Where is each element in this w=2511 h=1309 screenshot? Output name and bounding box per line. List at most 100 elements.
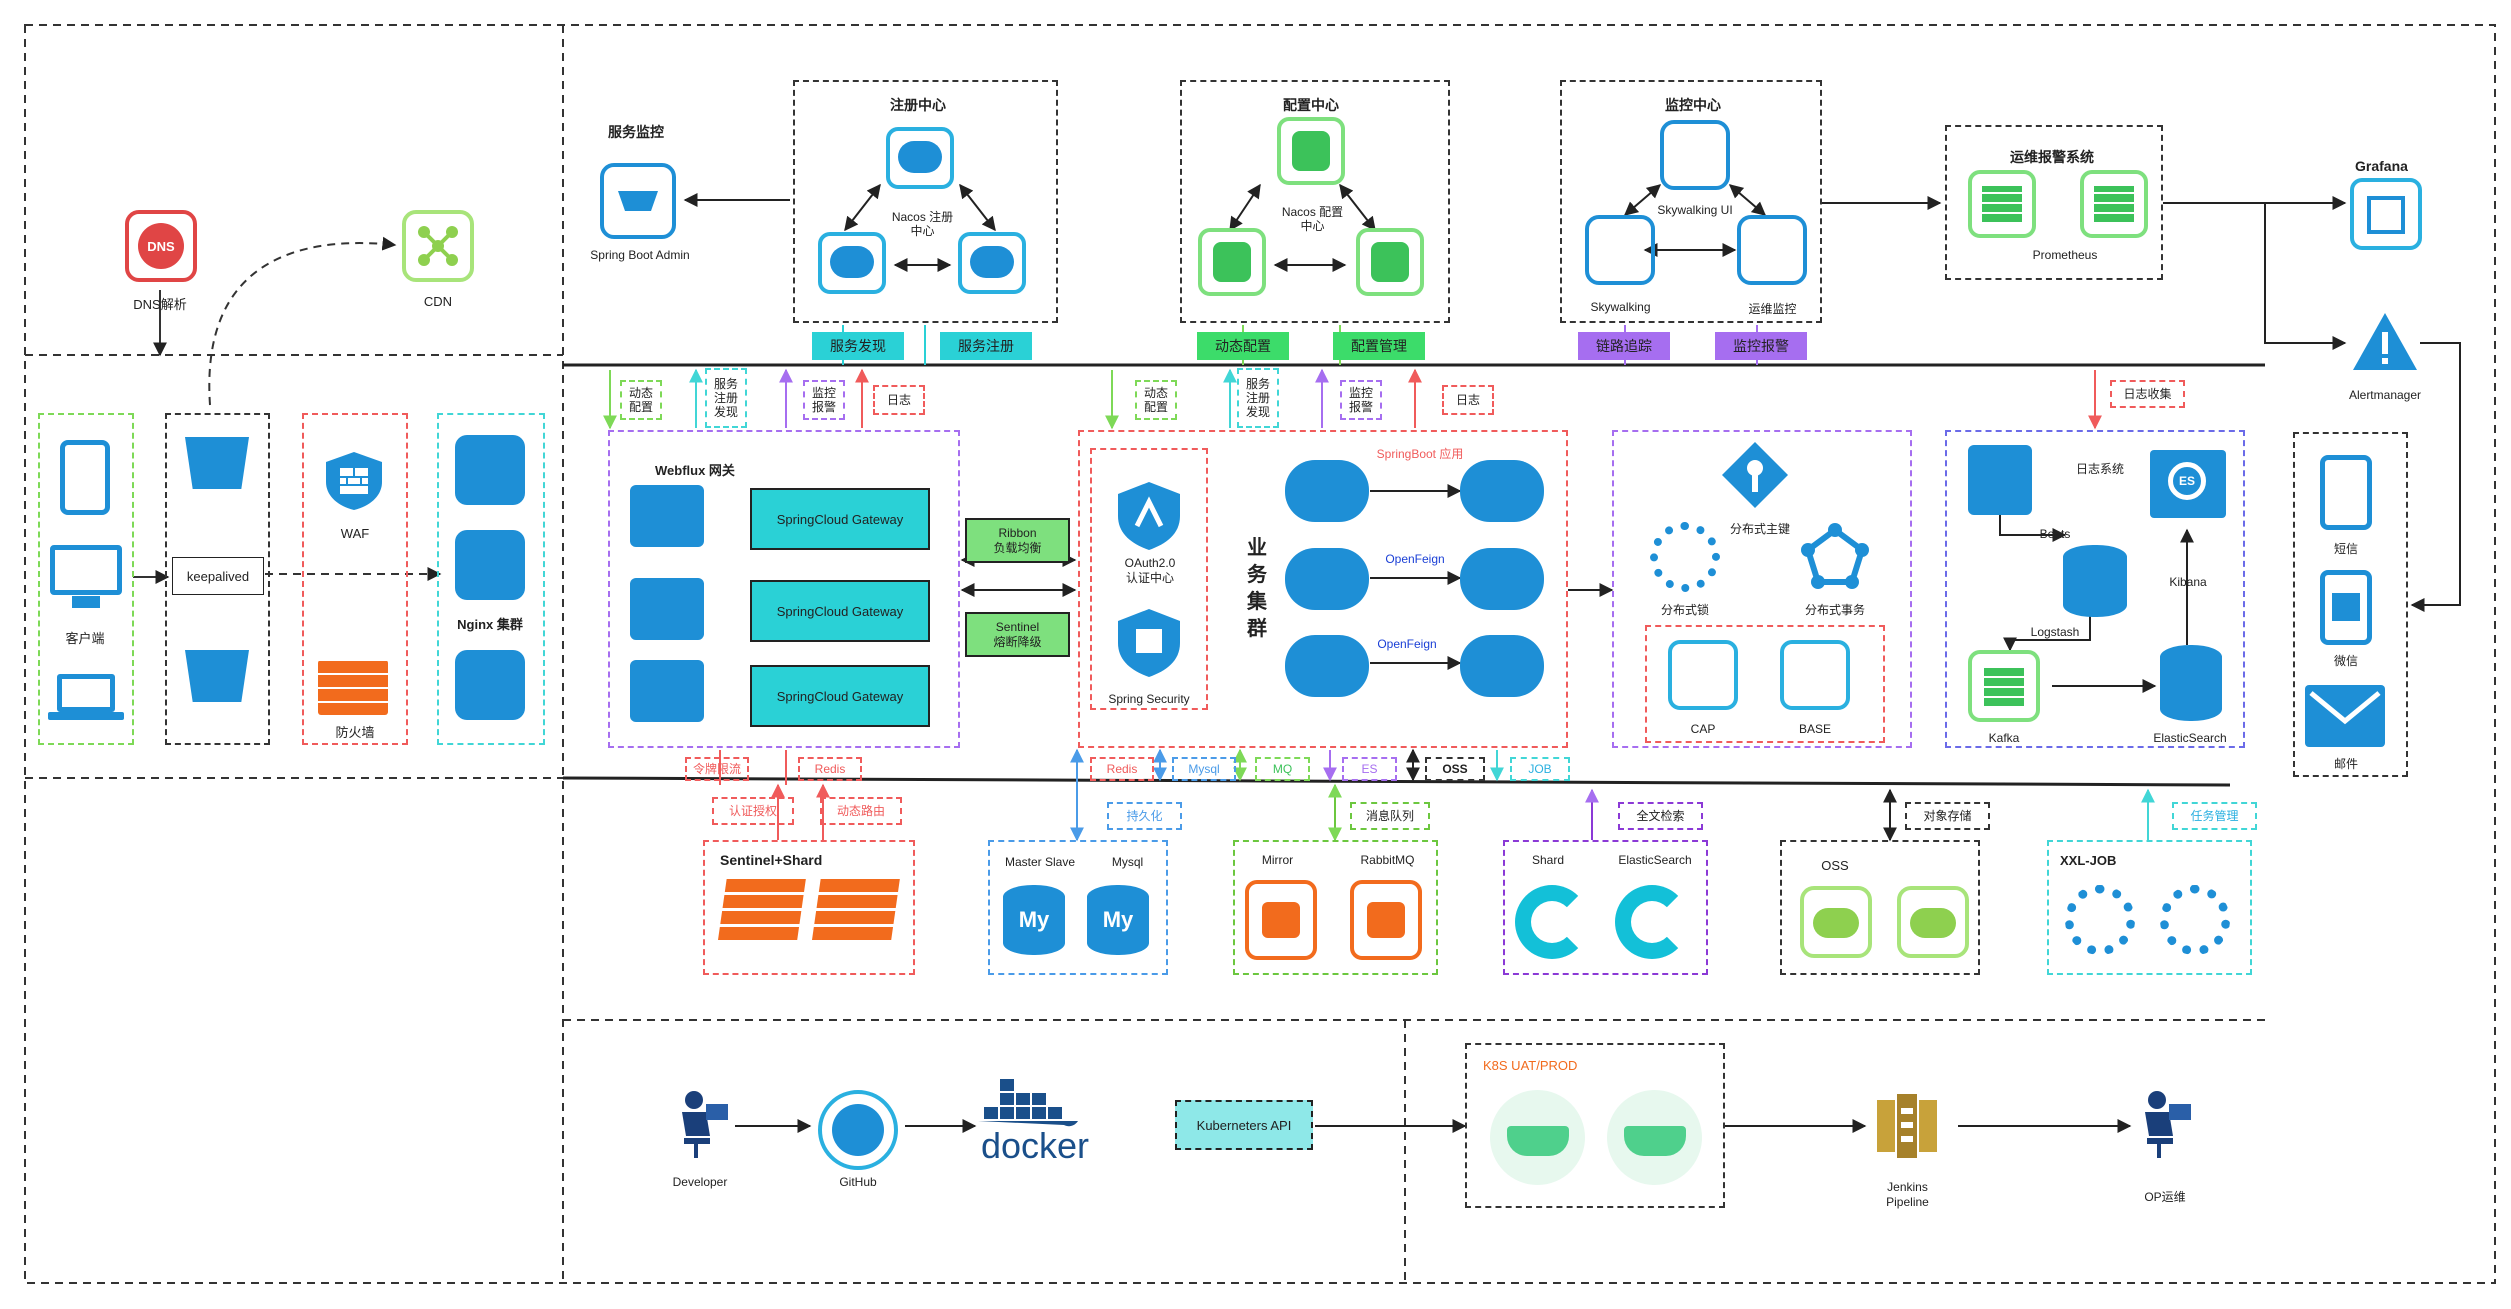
mail-label: 邮件	[2333, 757, 2358, 771]
ribbon-box[interactable]: Ribbon 负载均衡	[965, 518, 1070, 563]
logstash-icon[interactable]	[2063, 545, 2127, 617]
k8s-docker-icon-2[interactable]	[1607, 1090, 1702, 1185]
elasticsearch-label: ElasticSearch	[2153, 731, 2227, 745]
config-node-icon-2[interactable]	[1198, 228, 1266, 296]
tag-mysql: Mysql	[1172, 757, 1236, 781]
distributed-tx-label: 分布式事务	[1804, 603, 1865, 617]
nginx-node-icon-2[interactable]	[455, 530, 525, 600]
gateway-title: Webflux 网关	[655, 463, 735, 478]
oauth-icon[interactable]	[1112, 478, 1186, 552]
rabbitmq-icon-1[interactable]	[1245, 880, 1317, 960]
desktop-icon[interactable]	[50, 545, 122, 595]
app-cloud-icon-5[interactable]	[1285, 635, 1369, 697]
prometheus-icon-1[interactable]	[1968, 170, 2036, 238]
tag-token-limit: 令牌限流	[685, 757, 749, 781]
gateway-group	[608, 430, 960, 748]
redis-icon-1[interactable]	[718, 878, 806, 940]
skywalking-ui-icon[interactable]	[1660, 120, 1730, 190]
nginx-node-icon-1[interactable]	[455, 435, 525, 505]
tag-mq: MQ	[1255, 757, 1310, 781]
skywalking-icon[interactable]	[1585, 215, 1655, 285]
nginx-group	[437, 413, 545, 745]
distributed-group	[1612, 430, 1912, 748]
github-icon[interactable]	[818, 1090, 898, 1170]
keepalived-box[interactable]: keepalived	[172, 557, 264, 595]
developer-icon	[670, 1088, 732, 1160]
config-node-icon-1[interactable]	[1277, 117, 1345, 185]
elasticsearch-shard-icon-1[interactable]	[1515, 885, 1589, 959]
es-right-label: ElasticSearch	[1618, 853, 1692, 867]
base-icon[interactable]	[1780, 640, 1850, 710]
cap-icon[interactable]	[1668, 640, 1738, 710]
jenkins-label: Jenkins Pipeline	[1886, 1180, 1929, 1209]
app-cloud-icon-4[interactable]	[1460, 548, 1544, 610]
jenkins-icon[interactable]	[1875, 1090, 1939, 1162]
mobile-icon[interactable]	[60, 440, 110, 515]
cap-label: CAP	[1690, 722, 1716, 736]
oss-group	[1780, 840, 1980, 975]
rabbitmq-icon-2[interactable]	[1350, 880, 1422, 960]
ops-monitor-label: 运维监控	[1748, 302, 1797, 316]
kibana-label: Kibana	[2169, 575, 2207, 589]
wechat-icon[interactable]	[2320, 570, 2372, 645]
grafana-icon[interactable]	[2350, 178, 2422, 250]
distributed-lock-icon[interactable]	[1650, 522, 1720, 592]
elasticsearch-shard-icon-2[interactable]	[1615, 885, 1689, 959]
spring-security-icon[interactable]	[1112, 605, 1186, 679]
redis-icon-2[interactable]	[812, 878, 900, 940]
oss-icon-1[interactable]	[1800, 886, 1872, 958]
springcloud-gateway-2[interactable]: SpringCloud Gateway	[750, 580, 930, 642]
elasticsearch-icon[interactable]	[2160, 645, 2222, 721]
auth-group	[1090, 448, 1208, 710]
springcloud-gateway-3[interactable]: SpringCloud Gateway	[750, 665, 930, 727]
firewall-label: 防火墙	[335, 725, 375, 740]
app-cloud-icon-1[interactable]	[1285, 460, 1369, 522]
nginx-node-icon-3[interactable]	[455, 650, 525, 720]
app-cloud-icon-6[interactable]	[1460, 635, 1544, 697]
mysql-icon-1[interactable]: My	[1003, 885, 1065, 955]
oss-icon-2[interactable]	[1897, 886, 1969, 958]
beats-icon[interactable]	[1968, 445, 2032, 515]
gateway-node-icon-3[interactable]	[630, 660, 704, 722]
k8s-api-box[interactable]: Kuberneters API	[1175, 1100, 1313, 1150]
alertmanager-icon[interactable]	[2350, 310, 2420, 375]
docker-icon[interactable]	[978, 1077, 1088, 1127]
app-cloud-icon-3[interactable]	[1285, 548, 1369, 610]
laptop-icon[interactable]	[57, 674, 115, 712]
mysql-left-label: Master Slave	[1004, 855, 1076, 869]
spring-boot-admin-icon[interactable]	[600, 163, 676, 239]
xxl-job-icon-1[interactable]	[2065, 885, 2135, 955]
kibana-icon[interactable]: ES	[2150, 450, 2226, 518]
config-node-icon-3[interactable]	[1356, 228, 1424, 296]
sms-label: 短信	[2333, 542, 2358, 556]
gateway-node-icon-2[interactable]	[630, 578, 704, 640]
ops-monitor-icon[interactable]	[1737, 215, 1807, 285]
mq-group	[1233, 840, 1438, 975]
skywalking-label: Skywalking	[1590, 300, 1651, 314]
k8s-docker-icon-1[interactable]	[1490, 1090, 1585, 1185]
distributed-pk-label: 分布式主键	[1729, 522, 1790, 536]
monitor-group	[1560, 80, 1822, 323]
mail-icon[interactable]	[2305, 685, 2385, 747]
tag-oss: OSS	[1425, 757, 1485, 781]
sentinel-box[interactable]: Sentinel 熔断降级	[965, 612, 1070, 657]
sms-icon[interactable]	[2320, 455, 2372, 530]
registry-node-icon-1[interactable]	[886, 127, 954, 189]
service-monitor-title: 服务监控	[608, 124, 664, 140]
cdn-icon	[402, 210, 474, 282]
distributed-key-icon[interactable]	[1720, 440, 1790, 510]
springcloud-gateway-1[interactable]: SpringCloud Gateway	[750, 488, 930, 550]
registry-node-icon-3[interactable]	[958, 232, 1026, 294]
tag-gw-service-reg: 服务 注册 发现	[705, 368, 747, 428]
distributed-tx-icon[interactable]	[1800, 522, 1870, 592]
app-cloud-icon-2[interactable]	[1460, 460, 1544, 522]
gateway-node-icon-1[interactable]	[630, 485, 704, 547]
kafka-icon[interactable]	[1968, 650, 2040, 722]
keepalived-group	[165, 413, 270, 745]
xxl-job-icon-2[interactable]	[2160, 885, 2230, 955]
dns-label: DNS解析	[133, 297, 187, 312]
registry-node-icon-2[interactable]	[818, 232, 886, 294]
prometheus-icon-2[interactable]	[2080, 170, 2148, 238]
springboot-label: SpringBoot 应用	[1376, 447, 1464, 461]
mysql-icon-2[interactable]: My	[1087, 885, 1149, 955]
